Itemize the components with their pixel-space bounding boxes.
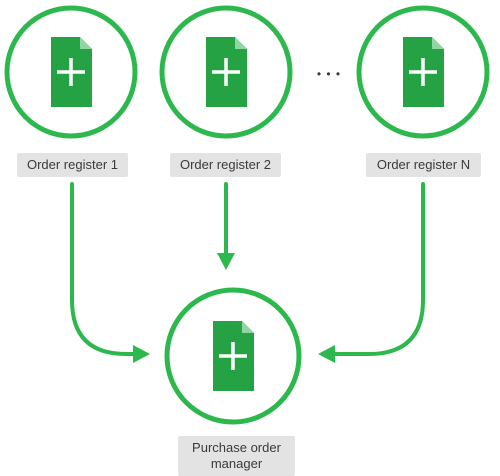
spreadsheet-plus-icon — [403, 37, 444, 107]
node-register-2 — [159, 5, 293, 139]
arrowhead-icon — [217, 253, 235, 270]
label-manager-line-2: manager — [210, 456, 263, 471]
connector-register-n-to-manager — [318, 182, 425, 363]
label-manager-line-1: Purchase order — [192, 440, 281, 455]
arrowhead-icon — [133, 345, 150, 363]
label-manager: Purchase order manager — [178, 436, 295, 476]
arrowhead-icon — [318, 345, 335, 363]
node-register-1 — [4, 5, 138, 139]
spreadsheet-plus-icon — [213, 321, 254, 391]
label-register-2: Order register 2 — [170, 153, 281, 177]
node-register-n — [356, 5, 490, 139]
spreadsheet-plus-icon — [51, 37, 92, 107]
node-manager — [164, 287, 302, 425]
label-register-n: Order register N — [366, 153, 481, 177]
connector-register-2-to-manager — [217, 182, 235, 270]
spreadsheet-plus-icon — [206, 37, 247, 107]
label-register-1: Order register 1 — [17, 153, 128, 177]
connector-register-1-to-manager — [70, 182, 150, 363]
ellipsis: • • • — [317, 67, 341, 81]
